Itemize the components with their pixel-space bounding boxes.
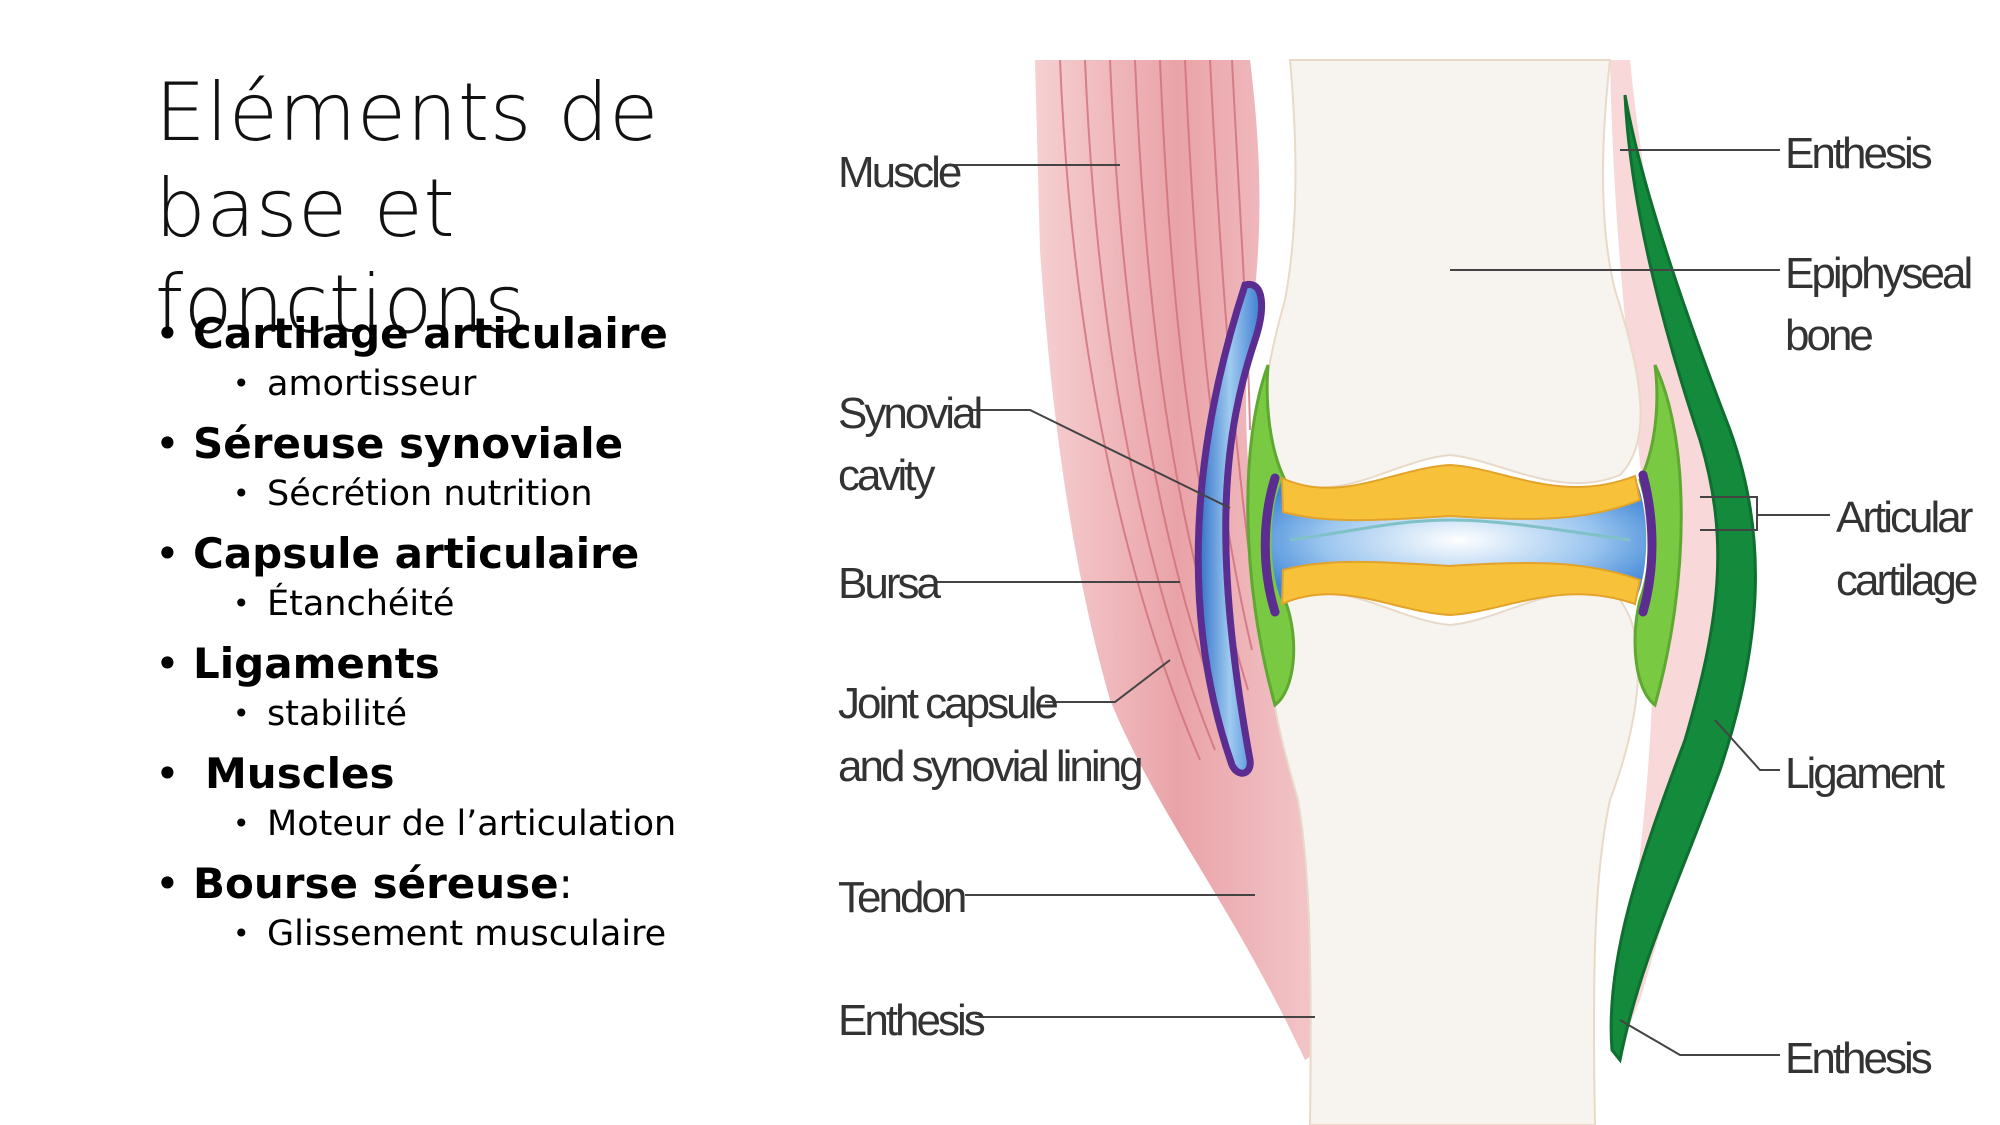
capsule-right <box>1638 470 1657 617</box>
label-ligament: Ligament <box>1785 749 1945 798</box>
bullet-capsule: Capsule articulaire <box>155 528 815 580</box>
label-enthesis-bottom: Enthesis <box>1785 1034 1932 1083</box>
lower-bone <box>1268 591 1640 1125</box>
label-synovial-1: Synovial <box>838 389 981 438</box>
sub-bullet-muscles: Moteur de l’articulation <box>155 800 815 848</box>
joint-diagram: Muscle Synovial cavity Bursa Joint capsu… <box>838 59 1980 1125</box>
label-capsule-1: Joint capsule <box>838 679 1057 728</box>
synovial-lining-left <box>1246 364 1296 708</box>
bullet-label: Muscles <box>205 749 395 798</box>
bullet-cartilage: Cartilage articulaire <box>155 308 815 360</box>
bullet-label: Séreuse synoviale <box>193 419 624 468</box>
sub-bullet-capsule: Étanchéité <box>155 580 815 628</box>
bursa-shape <box>1194 281 1266 777</box>
bullet-bourse: Bourse séreuse: <box>155 858 815 910</box>
ligament-shape <box>1609 94 1757 1064</box>
label-epiphyseal-2: bone <box>1785 311 1872 360</box>
bullet-muscles: Muscles <box>155 748 815 800</box>
bullet-list: Cartilage articulaire amortisseur Séreus… <box>155 300 815 968</box>
sub-bullet-ligaments: stabilité <box>155 690 815 738</box>
label-muscle: Muscle <box>838 148 961 197</box>
label-epiphyseal-1: Epiphyseal <box>1785 249 1970 298</box>
slide-title: Eléments de base et fonctions <box>155 66 659 351</box>
bullet-label: Ligaments <box>193 639 440 688</box>
synovial-lining-right <box>1633 364 1683 708</box>
bullet-suffix: : <box>558 859 573 908</box>
label-enthesis-top: Enthesis <box>1785 129 1932 178</box>
label-synovial-2: cavity <box>838 451 935 500</box>
label-bursa: Bursa <box>838 559 941 608</box>
label-capsule-2: and synovial lining <box>838 742 1141 791</box>
cartilage-upper <box>1280 463 1642 522</box>
label-articular-2: cartilage <box>1836 556 1977 605</box>
bullet-ligaments: Ligaments <box>155 638 815 690</box>
leader-lines <box>935 149 1830 1056</box>
cartilage-lower <box>1280 560 1642 617</box>
bullet-label: Bourse séreuse <box>193 859 559 908</box>
upper-bone <box>1263 59 1642 489</box>
label-articular-1: Articular <box>1836 493 1973 542</box>
sub-bullet-bourse: Glissement musculaire <box>155 910 815 958</box>
muscle-fibers <box>1059 59 1253 761</box>
cartilage-seam <box>1289 518 1631 542</box>
capsule-left <box>1260 473 1280 617</box>
label-enthesis-left: Enthesis <box>838 996 985 1045</box>
bullet-sereuse: Séreuse synoviale <box>155 418 815 470</box>
bullet-label: Capsule articulaire <box>193 529 640 578</box>
label-tendon: Tendon <box>838 873 965 922</box>
bullet-label: Cartilage articulaire <box>193 309 668 358</box>
sub-bullet-sereuse: Sécrétion nutrition <box>155 470 815 518</box>
sub-bullet-cartilage: amortisseur <box>155 360 815 408</box>
